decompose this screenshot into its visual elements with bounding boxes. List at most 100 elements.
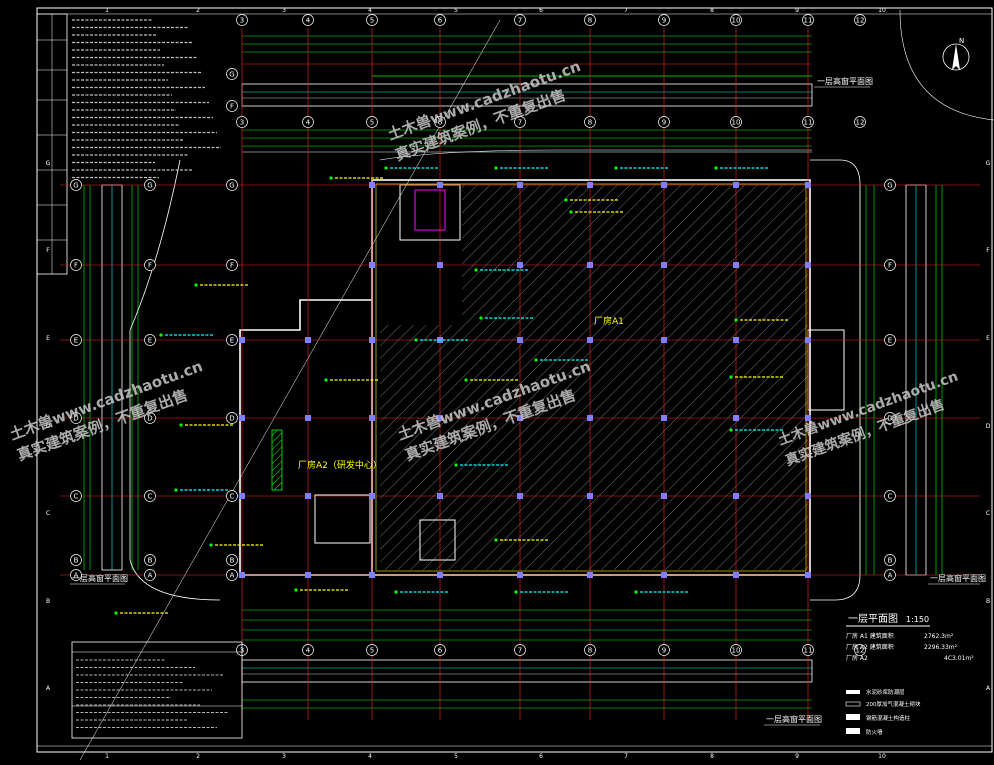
elevation-title-bottom: 一层高窗平面图 — [766, 714, 822, 724]
leader-dot — [569, 210, 573, 214]
column — [437, 572, 443, 578]
leader-dot — [729, 428, 733, 432]
column — [517, 182, 523, 188]
axis-bubble: F — [70, 259, 82, 271]
axis-bubble-label: E — [148, 337, 152, 345]
axis-bubble: 5 — [366, 644, 378, 656]
bottom-window-elevation — [241, 609, 813, 709]
top-window-elevation — [241, 35, 813, 107]
axis-bubble: B — [226, 554, 238, 566]
axis-bubble: G — [226, 179, 238, 191]
column — [661, 415, 667, 421]
frame-letter-left: B — [46, 598, 50, 605]
legend-label-3: 钢筋混凝土构造柱 — [866, 714, 911, 722]
frame-number-bottom: 2 — [196, 753, 200, 760]
axis-bubble: 4 — [302, 14, 314, 26]
leader-dot — [454, 463, 458, 467]
axis-bubble-label: 4 — [306, 17, 311, 25]
axis-bubble-label: 7 — [518, 647, 522, 655]
area-row-3-value: 4C3.01m² — [944, 655, 974, 662]
axis-bubble-label: 12 — [856, 647, 865, 655]
axis-bubble-label: 5 — [370, 17, 374, 25]
axis-bubble-label: 12 — [856, 17, 865, 25]
leader-dot — [174, 488, 178, 492]
site-road-right — [810, 159, 861, 601]
legend-label-2: 200厚加气混凝土砌块 — [866, 700, 921, 708]
axis-bubble-label: 8 — [588, 647, 592, 655]
frame-number-top: 5 — [454, 7, 458, 14]
frame-number-top: 7 — [624, 7, 628, 14]
column — [733, 337, 739, 343]
axis-bubble: G — [226, 68, 238, 80]
axis-bubble-label: B — [230, 557, 235, 565]
axis-bubble-label: 11 — [804, 119, 813, 127]
frame-number-top: 6 — [539, 7, 543, 14]
axis-bubble: 6 — [434, 116, 446, 128]
axis-bubble-label: 9 — [662, 647, 666, 655]
frame-letter-left: A — [46, 685, 51, 692]
leader-dot — [564, 198, 568, 202]
axis-bubble: 6 — [434, 644, 446, 656]
axis-bubble-label: B — [888, 557, 893, 565]
axis-bubble-label: F — [148, 262, 152, 270]
site-diagonal-1 — [79, 19, 501, 761]
column — [305, 415, 311, 421]
axis-bubble-label: 10 — [732, 119, 741, 127]
axis-bubble-label: A — [888, 572, 893, 580]
axis-bubble-label: G — [73, 182, 78, 190]
axis-bubble: 5 — [366, 14, 378, 26]
axis-bubble: 11 — [802, 14, 814, 26]
column — [805, 262, 811, 268]
leader-dot — [474, 268, 478, 272]
axis-bubble: F — [144, 259, 156, 271]
frame-number-top: 1 — [105, 7, 109, 14]
column — [437, 415, 443, 421]
leader-dot — [159, 333, 163, 337]
axis-bubble: 10 — [730, 116, 742, 128]
column — [587, 182, 593, 188]
frame-letter-right: D — [986, 423, 991, 430]
axis-bubble: 8 — [584, 14, 596, 26]
leader-dot — [209, 543, 213, 547]
frame-number-bottom: 9 — [795, 753, 799, 760]
axis-bubble: 10 — [730, 14, 742, 26]
drawing-border — [36, 7, 993, 753]
column — [805, 182, 811, 188]
frame-letter-left: D — [46, 423, 51, 430]
frame-letter-right: G — [986, 160, 991, 167]
north-arrow: N — [942, 37, 970, 71]
column — [437, 182, 443, 188]
axis-bubble: 3 — [236, 14, 248, 26]
axis-bubble: 10 — [730, 644, 742, 656]
axis-bubble-label: G — [229, 182, 234, 190]
elevation-title-right: 一层高窗平面图 — [930, 573, 986, 583]
leader-dot — [729, 375, 733, 379]
frame-letter-left: E — [46, 335, 50, 342]
axis-bubble-label: 6 — [438, 119, 443, 127]
factory-a1-area — [462, 185, 808, 570]
leader-dot — [294, 588, 298, 592]
elevation-title-left: 一层高窗平面图 — [72, 573, 128, 583]
column — [239, 415, 245, 421]
column — [239, 493, 245, 499]
column — [517, 337, 523, 343]
axis-bubble-label: 6 — [438, 647, 443, 655]
column — [805, 493, 811, 499]
axis-bubble: 9 — [658, 116, 670, 128]
frame-letter-right: A — [986, 685, 991, 692]
column — [733, 415, 739, 421]
axis-bubble: C — [144, 490, 156, 502]
axis-bubble-label: 11 — [804, 647, 813, 655]
axis-bubble-label: C — [230, 493, 235, 501]
area-row-3-label: 厂房 A2 — [846, 654, 868, 662]
frame-letter-left: F — [46, 247, 50, 254]
axis-bubble: 12 — [854, 116, 866, 128]
column — [661, 493, 667, 499]
leader-dot — [494, 538, 498, 542]
leader-dot — [194, 283, 198, 287]
drawing-title: 一层平面图 — [848, 613, 898, 625]
frame-number-bottom: 5 — [454, 753, 458, 760]
axis-bubble: F — [226, 259, 238, 271]
legend-label-1: 水泥砂浆防潮层 — [866, 688, 905, 696]
axis-bubble: 9 — [658, 644, 670, 656]
